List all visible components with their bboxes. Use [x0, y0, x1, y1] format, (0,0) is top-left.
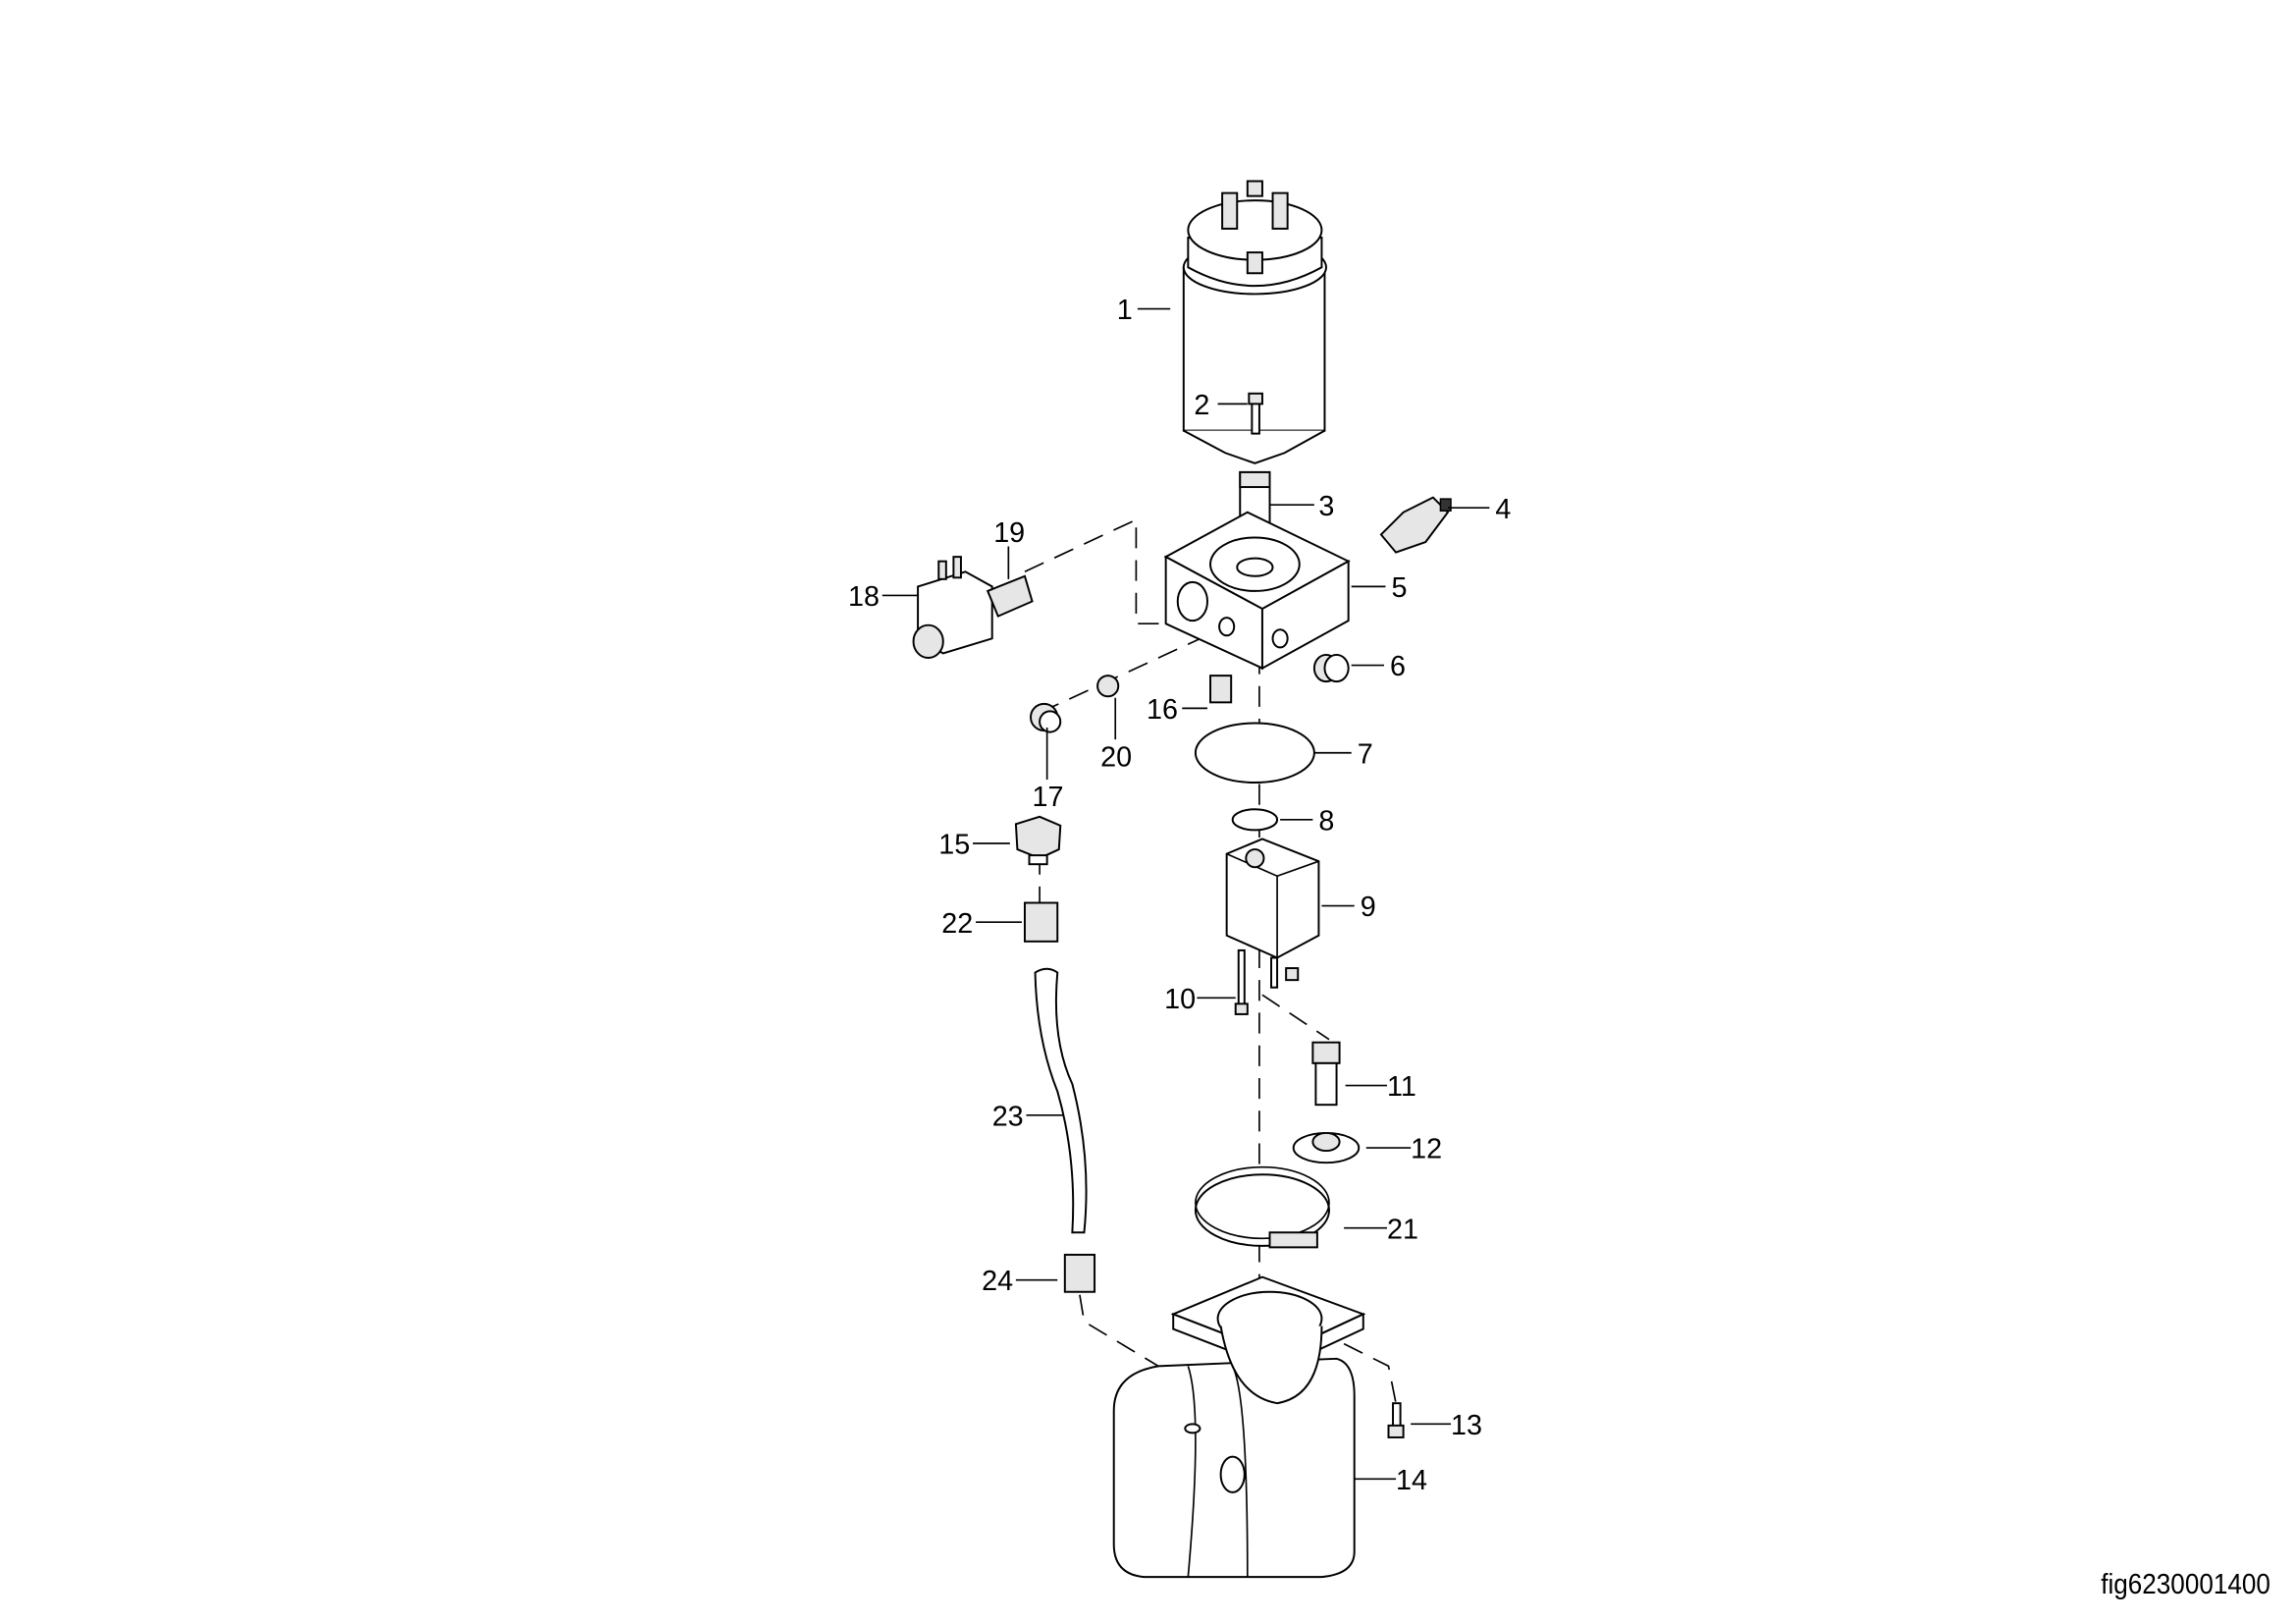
- callout-9: 9: [1361, 892, 1376, 923]
- plug-part-17: [1030, 702, 1062, 733]
- callout-18: 18: [848, 581, 880, 613]
- fitting-part-22: [1023, 901, 1059, 943]
- callout-10: 10: [1164, 984, 1196, 1015]
- callout-14: 14: [1396, 1465, 1427, 1496]
- callout-11: 11: [1387, 1071, 1416, 1103]
- callout-17: 17: [1033, 782, 1064, 813]
- callout-15: 15: [938, 830, 970, 861]
- washer-part-12: [1292, 1131, 1361, 1164]
- callout-2: 2: [1194, 390, 1209, 421]
- callout-labels: 1 2 3 4 5 6 7 8 9 10 11 12 13 14 15 16 1…: [848, 295, 1511, 1496]
- callout-12: 12: [1411, 1134, 1442, 1165]
- callout-22: 22: [941, 908, 973, 940]
- connector-part-24: [1063, 1253, 1096, 1293]
- valve-cartridge-part-19: [986, 574, 1034, 618]
- fitting-part-11: [1311, 1041, 1341, 1107]
- callout-6: 6: [1390, 651, 1406, 682]
- valve-part-4: [1379, 496, 1452, 554]
- plug-part-20: [1096, 675, 1120, 698]
- callout-3: 3: [1318, 491, 1334, 522]
- callout-20: 20: [1100, 741, 1132, 773]
- valve-block-part-5: [1163, 511, 1351, 671]
- solenoid-valve-part-18: [912, 556, 993, 659]
- callout-19: 19: [993, 517, 1025, 549]
- screw-part-13: [1387, 1402, 1405, 1438]
- callout-21: 21: [1387, 1214, 1418, 1245]
- bolt-part-10: [1234, 948, 1300, 1015]
- plug-part-6: [1312, 653, 1350, 683]
- callout-1: 1: [1117, 295, 1133, 326]
- hose-part-23: [1034, 967, 1088, 1234]
- tank-part-14: [1112, 1275, 1366, 1579]
- callout-5: 5: [1392, 572, 1408, 604]
- fitting-part-16: [1209, 675, 1233, 704]
- figure-id: fig6230001400: [2101, 1569, 2270, 1600]
- leader-lines: [881, 307, 1490, 1481]
- callout-16: 16: [1147, 694, 1178, 726]
- o-ring-part-8: [1231, 808, 1279, 832]
- hose-clamp-part-21: [1194, 1165, 1330, 1249]
- callout-24: 24: [982, 1266, 1013, 1297]
- o-ring-part-7: [1194, 722, 1315, 784]
- callout-23: 23: [992, 1101, 1024, 1132]
- cap-part-15: [1014, 815, 1062, 866]
- callout-7: 7: [1358, 738, 1373, 770]
- motor-part-1: [1182, 180, 1327, 464]
- callout-13: 13: [1451, 1410, 1482, 1441]
- callout-4: 4: [1495, 494, 1511, 525]
- pump-part-9: [1225, 838, 1320, 959]
- callout-8: 8: [1318, 805, 1334, 837]
